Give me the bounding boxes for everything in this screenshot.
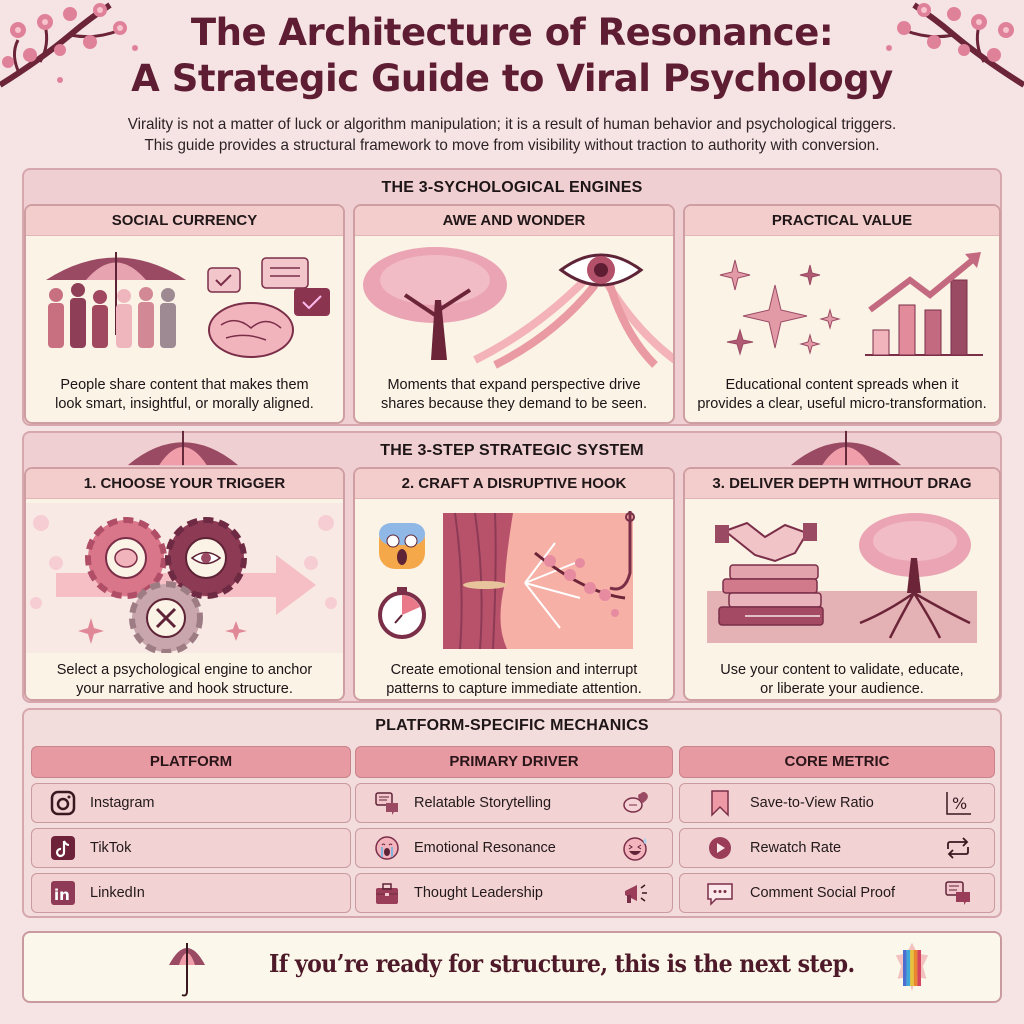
percent-chart-icon: % bbox=[946, 792, 971, 815]
growth-bar-chart-icon bbox=[865, 252, 983, 356]
stopwatch-icon bbox=[378, 587, 426, 639]
hook-curtain-illustration bbox=[378, 511, 635, 650]
card-description: Educational content spreads when it prov… bbox=[697, 377, 987, 412]
gear-eye-icon bbox=[165, 517, 247, 599]
books-tree-illustration bbox=[707, 513, 977, 643]
table-cell-driver: Relatable Storytelling bbox=[355, 783, 673, 823]
light-burst-icon bbox=[524, 542, 581, 629]
table-cell-metric: Save-to-View Ratio % bbox=[679, 783, 995, 823]
umbrella-icon bbox=[790, 430, 902, 466]
laughing-sweat-face-icon bbox=[623, 837, 647, 861]
megaphone-icon bbox=[625, 884, 647, 903]
mechanics-section-title: PLATFORM-SPECIFIC MECHANICS bbox=[375, 717, 649, 734]
steps-section-title: THE 3-STEP STRATEGIC SYSTEM bbox=[380, 442, 644, 459]
card-description: Use your content to validate, educate, o… bbox=[720, 662, 964, 697]
subtitle-line-2: This guide provides a structural framewo… bbox=[144, 137, 880, 154]
briefcase-icon bbox=[376, 883, 398, 904]
gear-tools-icon bbox=[129, 581, 203, 653]
table-cell-platform: Instagram bbox=[31, 783, 351, 823]
engine-card-practical-value: PRACTICAL VALUE Educational conten bbox=[683, 204, 1001, 424]
light-rays-icon bbox=[473, 277, 673, 369]
screaming-face-icon bbox=[379, 523, 425, 569]
card-description: People share content that makes them loo… bbox=[55, 377, 314, 412]
brain-icon bbox=[208, 302, 294, 358]
speech-bubbles-check-icon bbox=[207, 257, 330, 316]
table-cell-metric: Comment Social Proof bbox=[679, 873, 995, 913]
umbrella-icon bbox=[127, 430, 239, 466]
chat-heart-icon bbox=[623, 792, 648, 813]
cherry-blossom-branch-icon bbox=[886, 2, 1024, 88]
cherry-blossom-tree-icon bbox=[363, 247, 507, 360]
engine-card-awe-and-wonder: AWE AND WONDER Moments that expand per bbox=[353, 204, 675, 424]
gear-brain-icon bbox=[85, 517, 167, 599]
crying-face-icon bbox=[375, 836, 399, 860]
call-to-action-banner[interactable]: If you’re ready for structure, this is t… bbox=[22, 931, 1002, 1003]
card-heading: SOCIAL CURRENCY bbox=[26, 206, 343, 236]
card-description: Create emotional tension and interrupt p… bbox=[386, 662, 642, 697]
tree-eye-illustration bbox=[363, 247, 673, 369]
handshake-icon bbox=[715, 521, 817, 563]
title-line-1: The Architecture of Resonance: bbox=[190, 11, 834, 54]
engine-card-social-currency: SOCIAL CURRENCY bbox=[24, 204, 345, 424]
eye-icon bbox=[558, 253, 644, 287]
chat-bubbles-icon bbox=[945, 881, 970, 905]
people-umbrella-brain-illustration bbox=[46, 252, 330, 358]
table-cell-metric: Rewatch Rate bbox=[679, 828, 995, 868]
chat-bubbles-icon bbox=[375, 792, 398, 815]
tiktok-icon bbox=[51, 836, 75, 860]
step-card-choose-trigger: 1. CHOOSE YOUR TRIGGER bbox=[24, 467, 345, 701]
table-cell-platform: TikTok bbox=[31, 828, 351, 868]
table-cell-driver: Thought Leadership bbox=[355, 873, 673, 913]
svg-text:%: % bbox=[952, 794, 967, 813]
page-subtitle: Virality is not a matter of luck or algo… bbox=[26, 114, 999, 156]
page-title: The Architecture of Resonance: A Strateg… bbox=[0, 10, 1024, 102]
engines-section: THE 3-SYCHOLOGICAL ENGINES SOCIAL CURREN… bbox=[22, 168, 1002, 426]
card-heading: PRACTICAL VALUE bbox=[685, 206, 999, 236]
rooted-tree-icon bbox=[859, 513, 971, 639]
repeat-icon bbox=[947, 837, 969, 859]
sparkles-growth-illustration bbox=[719, 252, 983, 356]
svg-text:in: in bbox=[54, 886, 70, 904]
comment-dots-icon bbox=[707, 883, 733, 906]
fishhook-blossom-icon bbox=[534, 511, 635, 617]
table-cell-platform: in LinkedIn bbox=[31, 873, 351, 913]
linkedin-icon: in bbox=[51, 881, 75, 905]
bookmark-icon bbox=[711, 790, 729, 817]
column-header-platform: PLATFORM bbox=[31, 746, 351, 778]
card-heading: 2. CRAFT A DISRUPTIVE HOOK bbox=[355, 469, 673, 499]
column-header-core-metric: CORE METRIC bbox=[679, 746, 995, 778]
steps-section: THE 3-STEP STRATEGIC SYSTEM 1. CHOOSE YO… bbox=[22, 430, 1002, 703]
table-cell-driver: Emotional Resonance bbox=[355, 828, 673, 868]
sparkles-icon bbox=[78, 618, 247, 644]
card-description: Moments that expand perspective drive sh… bbox=[380, 377, 647, 412]
curtain-icon bbox=[443, 512, 513, 650]
step-card-deliver-depth: 3. DELIVER DEPTH WITHOUT DRAG bbox=[683, 467, 1001, 701]
umbrella-icon bbox=[169, 943, 205, 997]
books-stack-icon bbox=[718, 564, 824, 626]
subtitle-line-1: Virality is not a matter of luck or algo… bbox=[127, 116, 897, 133]
step-card-disruptive-hook: 2. CRAFT A DISRUPTIVE HOOK bbox=[353, 467, 675, 701]
engines-section-title: THE 3-SYCHOLOGICAL ENGINES bbox=[381, 179, 643, 196]
instagram-icon bbox=[50, 790, 76, 816]
card-description: Select a psychological engine to anchor … bbox=[56, 662, 313, 697]
play-circle-icon bbox=[709, 837, 731, 859]
gears-illustration bbox=[26, 503, 343, 653]
title-line-2: A Strategic Guide to Viral Psychology bbox=[131, 57, 893, 100]
sparkles-icon bbox=[719, 259, 841, 356]
cta-text: If you’re ready for structure, this is t… bbox=[269, 949, 855, 978]
column-header-primary-driver: PRIMARY DRIVER bbox=[355, 746, 673, 778]
card-heading: 1. CHOOSE YOUR TRIGGER bbox=[26, 469, 343, 499]
rainbow-blossom-logo bbox=[895, 942, 929, 992]
cherry-blossom-branch-icon bbox=[0, 2, 138, 88]
people-group-icon bbox=[48, 283, 176, 348]
card-heading: 3. DELIVER DEPTH WITHOUT DRAG bbox=[685, 469, 999, 499]
card-heading: AWE AND WONDER bbox=[355, 206, 673, 236]
mechanics-section: PLATFORM-SPECIFIC MECHANICS PLATFORM PRI… bbox=[22, 708, 1002, 918]
